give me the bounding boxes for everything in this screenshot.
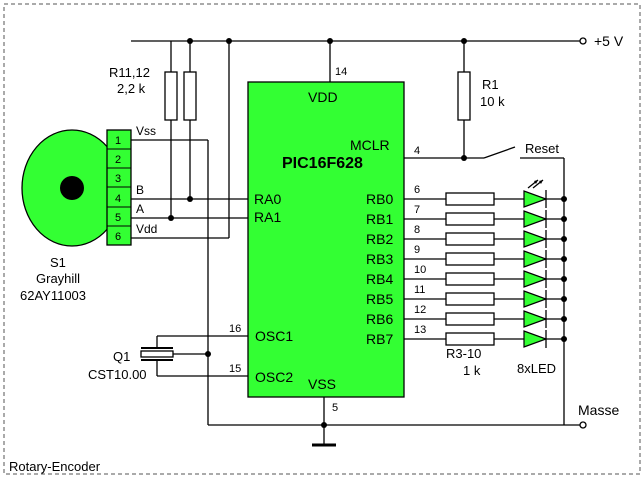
crystal-ref: Q1 bbox=[113, 349, 130, 364]
pullup-ref: R11,12 bbox=[109, 65, 150, 80]
led-resistor-value: 1 k bbox=[463, 363, 481, 378]
vcc-terminal bbox=[579, 37, 587, 45]
connector-pin-1: 1 bbox=[115, 135, 121, 147]
vss-pin-number: 5 bbox=[332, 402, 338, 414]
pullup-resistor-a bbox=[164, 71, 178, 121]
r1-value: 10 k bbox=[480, 94, 505, 109]
pin-label-rb7: RB7 bbox=[366, 331, 393, 347]
pin-label-rb3: RB3 bbox=[366, 251, 393, 267]
pin-label-rb4: RB4 bbox=[366, 271, 393, 287]
led-resistor bbox=[445, 312, 495, 326]
rb2-pin-number: 8 bbox=[414, 224, 420, 236]
encoder-ref: S1 bbox=[50, 255, 66, 270]
junction-dot bbox=[327, 38, 333, 44]
signal-b-label: B bbox=[136, 183, 144, 197]
rb3-pin-number: 9 bbox=[414, 244, 420, 256]
osc2-pin-number: 15 bbox=[229, 363, 241, 375]
connector-pin-2: 2 bbox=[115, 154, 121, 166]
rb1-pin-number: 7 bbox=[414, 204, 420, 216]
pin-label-osc1: OSC1 bbox=[255, 328, 293, 344]
signal-vdd-label: Vdd bbox=[136, 222, 157, 236]
led-emission-arrowhead bbox=[539, 180, 543, 184]
junction-dot bbox=[461, 155, 467, 161]
encoder-part: 62AY11003 bbox=[20, 288, 86, 303]
signal-a-label: A bbox=[136, 202, 144, 216]
frame-caption: Rotary-Encoder bbox=[9, 459, 101, 474]
rb6-pin-number: 12 bbox=[414, 304, 426, 316]
led bbox=[523, 230, 548, 248]
rb7-pin-number: 13 bbox=[414, 324, 426, 336]
pin-label-rb0: RB0 bbox=[366, 191, 393, 207]
encoder-maker: Grayhill bbox=[36, 271, 80, 286]
led-resistor bbox=[445, 272, 495, 286]
connector-pin-6: 6 bbox=[115, 231, 121, 243]
connector-pin-3: 3 bbox=[115, 173, 121, 185]
connector-pin-5: 5 bbox=[115, 212, 121, 224]
led-resistor bbox=[445, 192, 495, 206]
junction-dot bbox=[321, 422, 327, 428]
led-resistor bbox=[445, 212, 495, 226]
led bbox=[523, 310, 548, 328]
rb4-pin-number: 10 bbox=[414, 264, 426, 276]
led-resistor bbox=[445, 252, 495, 266]
pin-label-osc2: OSC2 bbox=[255, 369, 293, 385]
led bbox=[523, 290, 548, 308]
led-label: 8xLED bbox=[517, 361, 556, 376]
pin-label-rb6: RB6 bbox=[366, 311, 393, 327]
pic16f628-chip bbox=[247, 81, 405, 398]
rb0-pin-number: 6 bbox=[414, 184, 420, 196]
pullup-value: 2,2 k bbox=[117, 81, 146, 96]
crystal-part: CST10.00 bbox=[88, 367, 147, 382]
pullup-resistor-b bbox=[183, 71, 197, 121]
osc1-pin-number: 16 bbox=[229, 323, 241, 335]
r1-ref: R1 bbox=[482, 77, 499, 92]
led bbox=[523, 210, 548, 228]
mclr-pin-number: 4 bbox=[414, 145, 420, 157]
signal-vss-label: Vss bbox=[136, 124, 156, 138]
junction-dot bbox=[461, 38, 467, 44]
rb5-pin-number: 11 bbox=[414, 284, 425, 296]
junction-dot bbox=[168, 215, 174, 221]
port-b-labels: RB0 RB1 RB2 RB3 RB4 RB5 RB6 RB7 bbox=[366, 191, 393, 347]
port-b-pin-numbers: 6 7 8 9 10 11 12 13 bbox=[414, 184, 426, 336]
led-resistor bbox=[445, 232, 495, 246]
junction-dot bbox=[205, 351, 211, 357]
chip-vss-label: VSS bbox=[308, 376, 336, 392]
led bbox=[523, 270, 548, 288]
frame-border bbox=[3, 3, 641, 475]
led-emission-arrowhead bbox=[534, 180, 538, 184]
r1-resistor bbox=[457, 71, 471, 121]
pin-label-rb5: RB5 bbox=[366, 291, 393, 307]
gnd-terminal bbox=[579, 421, 587, 429]
led bbox=[523, 250, 548, 268]
pin-label-rb2: RB2 bbox=[366, 231, 393, 247]
gnd-label: Masse bbox=[578, 402, 619, 418]
connector-pin-4: 4 bbox=[115, 193, 121, 205]
chip-vdd-label: VDD bbox=[308, 89, 338, 105]
led bbox=[523, 190, 548, 208]
led-bank bbox=[404, 190, 567, 348]
junction-dot bbox=[226, 38, 232, 44]
chip-mclr-label: MCLR bbox=[350, 137, 390, 153]
junction-dot bbox=[187, 38, 193, 44]
encoder-shaft bbox=[60, 176, 84, 200]
junction-dot bbox=[187, 196, 193, 202]
led-resistor bbox=[445, 292, 495, 306]
crystal-body bbox=[140, 350, 174, 358]
pin-label-rb1: RB1 bbox=[366, 211, 393, 227]
pin-label-ra1: RA1 bbox=[254, 209, 281, 225]
pin-label-ra0: RA0 bbox=[254, 191, 281, 207]
led bbox=[523, 330, 548, 348]
chip-name: PIC16F628 bbox=[282, 155, 363, 172]
reset-label: Reset bbox=[525, 141, 559, 156]
led-resistor-ref: R3-10 bbox=[446, 346, 481, 361]
vdd-pin-number: 14 bbox=[335, 66, 347, 78]
led-resistor bbox=[445, 332, 495, 346]
reset-switch-lever bbox=[483, 146, 516, 159]
encoder-connector-pins: 1 2 3 4 5 6 bbox=[107, 135, 131, 243]
vcc-label: +5 V bbox=[594, 33, 624, 49]
